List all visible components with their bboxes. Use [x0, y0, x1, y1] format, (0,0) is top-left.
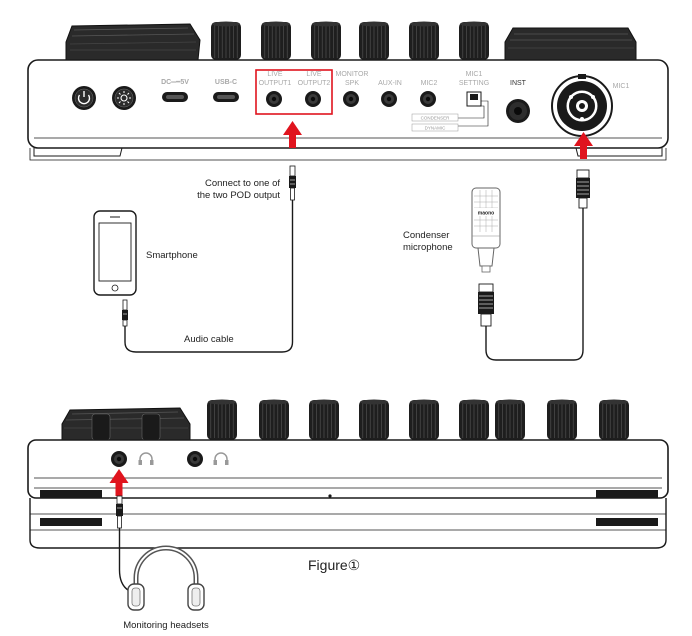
svg-text:MONITOR: MONITOR: [336, 71, 369, 78]
svg-text:maono: maono: [478, 211, 494, 217]
headphone-jack-2[interactable]: [187, 451, 203, 467]
svg-text:LIVE: LIVE: [306, 71, 322, 78]
monitor-spk-port[interactable]: MONITOR SPK: [336, 71, 369, 107]
mic1-combo-port[interactable]: MIC1: [551, 74, 630, 137]
figure-caption: Figure①: [308, 557, 360, 573]
svg-text:CONDENSER: CONDENSER: [421, 116, 451, 121]
svg-text:OUTPUT1: OUTPUT1: [259, 80, 292, 87]
svg-text:LIVE: LIVE: [267, 71, 283, 78]
top-knob-4[interactable]: [359, 21, 389, 61]
svg-text:DC═┉5V: DC═┉5V: [161, 79, 189, 86]
top-right-knob-block: [504, 27, 637, 61]
inst-port[interactable]: INST: [506, 80, 530, 123]
svg-text:SPK: SPK: [345, 80, 359, 87]
top-device: DC═┉5V USB-C LIVE OUTPUT1 LIVE OUTPUT2: [27, 21, 669, 161]
headphone-icon-1: [138, 452, 154, 465]
svg-text:MIC1: MIC1: [466, 71, 483, 78]
condenser-microphone-icon: maono: [471, 187, 501, 273]
mic2-port[interactable]: MIC2: [420, 80, 437, 107]
bottom-knob-8[interactable]: [547, 399, 577, 441]
mic1-setting-switch[interactable]: MIC1 SETTING CONDENSER DYNAMIC: [411, 71, 489, 132]
bottom-knob-6[interactable]: [459, 399, 489, 441]
top-knob-3[interactable]: [311, 21, 341, 61]
power-button[interactable]: [72, 86, 96, 110]
top-left-knob-block: [65, 23, 201, 61]
bottom-device: [27, 399, 669, 549]
top-knobs: [211, 21, 489, 61]
top-knob-2[interactable]: [261, 21, 291, 61]
connect-label-line2: the two POD output: [197, 190, 280, 201]
live-output-2-port[interactable]: LIVE OUTPUT2: [298, 71, 331, 107]
bottom-device-body: [27, 439, 669, 499]
bottom-knob-5[interactable]: [409, 399, 439, 441]
monitoring-headsets-label: Monitoring headsets: [123, 620, 209, 631]
live-output-red-arrow: [283, 121, 302, 148]
audio-cable: [122, 165, 296, 353]
light-button[interactable]: [112, 86, 136, 110]
smartphone-label: Smartphone: [146, 250, 198, 261]
xlr-cable: [478, 169, 590, 361]
headphone-jack-1[interactable]: [111, 451, 127, 467]
bottom-knob-2[interactable]: [259, 399, 289, 441]
bottom-knob-4[interactable]: [359, 399, 389, 441]
top-knob-1[interactable]: [211, 21, 241, 61]
headphone-red-arrow: [109, 469, 129, 496]
dc-port[interactable]: DC═┉5V: [161, 79, 189, 102]
svg-text:DYNAMIC: DYNAMIC: [425, 126, 447, 131]
bottom-knob-9[interactable]: [599, 399, 629, 441]
condenser-label-line2: microphone: [403, 242, 453, 253]
live-output-highlight-box: [255, 69, 333, 115]
live-output-1-port[interactable]: LIVE OUTPUT1: [259, 71, 292, 107]
svg-text:MIC1: MIC1: [613, 83, 630, 90]
bottom-knob-1[interactable]: [207, 399, 237, 441]
svg-text:INST: INST: [510, 80, 527, 87]
svg-text:USB-C: USB-C: [215, 79, 237, 86]
top-knob-5[interactable]: [409, 21, 439, 61]
top-knob-6[interactable]: [459, 21, 489, 61]
monitoring-headphones-icon: [127, 545, 205, 611]
mic1-red-arrow: [574, 132, 593, 159]
svg-text:MIC2: MIC2: [421, 80, 438, 87]
headphone-icon-2: [213, 452, 229, 465]
smartphone-icon: [93, 210, 137, 296]
connect-label-line1: Connect to one of: [205, 178, 280, 189]
audio-cable-label: Audio cable: [184, 334, 234, 345]
svg-text:SETTING: SETTING: [459, 80, 489, 87]
svg-text:OUTPUT2: OUTPUT2: [298, 80, 331, 87]
svg-text:AUX-IN: AUX-IN: [378, 80, 402, 87]
usbc-port[interactable]: USB-C: [213, 79, 239, 102]
condenser-label-line1: Condenser: [403, 230, 449, 241]
bottom-knob-7[interactable]: [495, 399, 525, 441]
aux-in-port[interactable]: AUX-IN: [378, 80, 402, 107]
bottom-knob-3[interactable]: [309, 399, 339, 441]
